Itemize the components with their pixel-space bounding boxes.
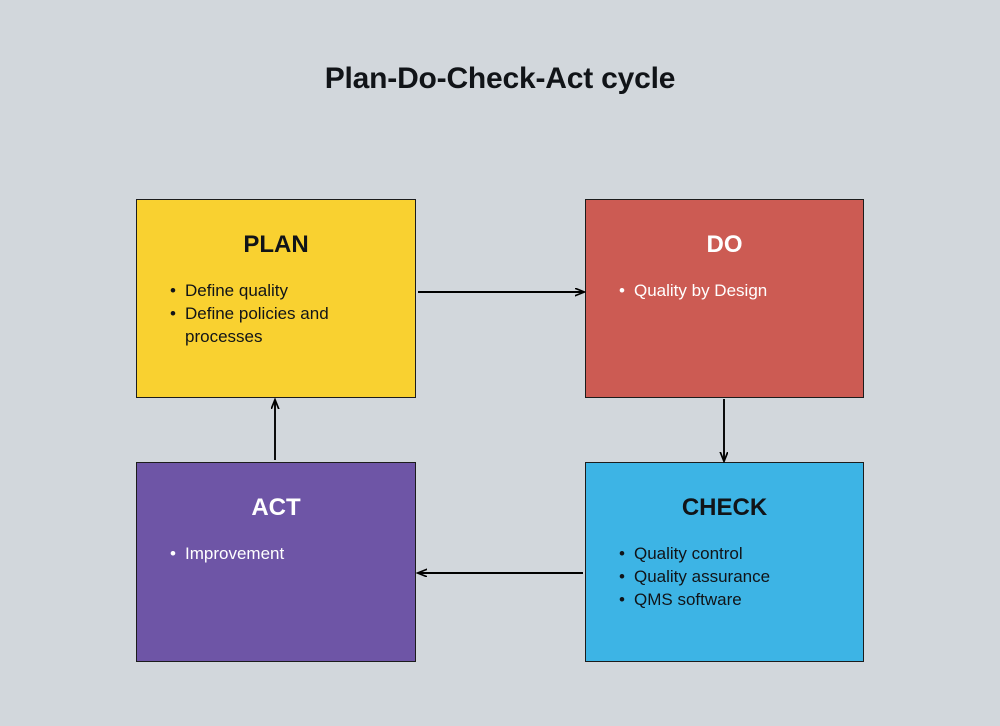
node-plan-title: PLAN bbox=[243, 231, 309, 258]
list-item: • Improvement bbox=[137, 542, 415, 565]
bullet-icon: • bbox=[619, 544, 625, 563]
node-check-list: • Quality control • Quality assurance • QMS… bbox=[586, 542, 863, 611]
list-item-label: Quality assurance bbox=[634, 567, 771, 586]
bullet-icon: • bbox=[619, 590, 625, 609]
list-item-label: Define quality bbox=[185, 281, 289, 300]
node-check[interactable]: CHECK • Quality control • Quality assuranc… bbox=[585, 462, 864, 662]
node-do[interactable]: DO • Quality by Design bbox=[585, 199, 864, 398]
bullet-icon: • bbox=[170, 304, 176, 323]
list-item: • Quality control bbox=[586, 542, 863, 565]
bullet-icon: • bbox=[619, 281, 625, 300]
list-item: • QMS software bbox=[586, 588, 863, 611]
bullet-icon: • bbox=[170, 544, 176, 563]
list-item-label: Quality control bbox=[634, 544, 743, 563]
node-plan-list: • Define quality • Define policies and pro… bbox=[137, 279, 415, 348]
node-check-title: CHECK bbox=[681, 494, 768, 521]
list-item-label: QMS software bbox=[634, 590, 742, 609]
node-do-title: DO bbox=[706, 231, 743, 258]
node-act-list: • Improvement bbox=[137, 542, 415, 565]
node-act-title: ACT bbox=[251, 494, 301, 521]
node-act[interactable]: ACT • Improvement bbox=[136, 462, 416, 662]
list-item: • Define policies and processes bbox=[137, 302, 415, 348]
page-title: Plan-Do-Check-Act cycle bbox=[324, 62, 676, 95]
list-item-label: Quality by Design bbox=[634, 281, 768, 300]
bullet-icon: • bbox=[619, 567, 625, 586]
node-do-list: • Quality by Design bbox=[586, 279, 863, 302]
bullet-icon: • bbox=[170, 281, 176, 300]
node-plan[interactable]: PLAN • Define quality • Define policies an… bbox=[136, 199, 416, 398]
list-item-label: Improvement bbox=[185, 544, 285, 563]
list-item-label: Define policies and processes bbox=[185, 304, 329, 346]
list-item: • Quality assurance bbox=[586, 565, 863, 588]
list-item: • Define quality bbox=[137, 279, 415, 302]
list-item: • Quality by Design bbox=[586, 279, 863, 302]
